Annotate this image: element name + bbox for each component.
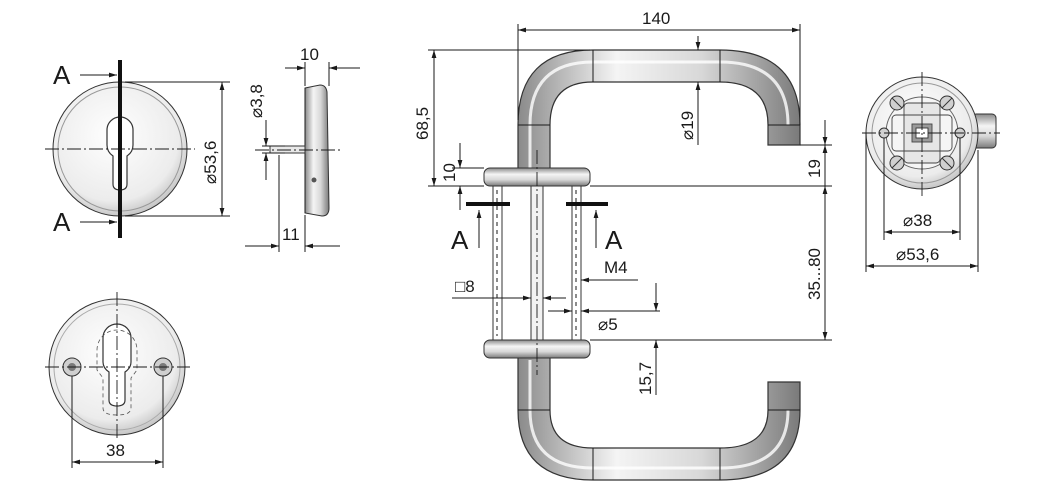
screw-label: M4 xyxy=(604,258,628,277)
rose-front-view: A A ⌀53,6 xyxy=(45,60,230,238)
rose-detail-view: ⌀38 ⌀53,6 xyxy=(862,72,1000,272)
through-bolt-left xyxy=(492,185,503,341)
section-label-bottom: A xyxy=(53,207,71,237)
outer-diameter-label: ⌀53,6 xyxy=(896,245,939,264)
hole-label: ⌀3,8 xyxy=(247,84,266,118)
door-thickness-label: 35...80 xyxy=(805,248,824,300)
length-label: 140 xyxy=(642,9,670,28)
section-label-top: A xyxy=(53,60,71,90)
offset-label: 19 xyxy=(805,159,824,178)
fixing-pin xyxy=(269,145,306,154)
pin-label: ⌀5 xyxy=(598,315,618,334)
depth-label: 11 xyxy=(282,225,300,244)
rose-side-body xyxy=(304,84,330,217)
width-label: 10 xyxy=(300,45,319,64)
min-label: 15,7 xyxy=(636,362,655,395)
section-label-right: A xyxy=(605,225,623,255)
rose-back-view: 38 xyxy=(45,292,190,468)
inner-diameter-label: ⌀38 xyxy=(903,211,932,230)
section-label-left: A xyxy=(451,225,469,255)
through-bolt-right xyxy=(571,185,582,341)
handle-set-view: A A 140 68,5 10 ⌀19 19 35...80 □8 xyxy=(413,9,832,481)
rose-thickness-label: 10 xyxy=(440,163,459,182)
tube-diameter-label: ⌀19 xyxy=(678,111,697,140)
diameter-label: ⌀53,6 xyxy=(201,141,220,184)
spindle-label: □8 xyxy=(455,277,475,296)
rose-side-view: 10 ⌀3,8 11 xyxy=(245,45,360,252)
height-label: 68,5 xyxy=(413,107,432,140)
hole-spacing-label: 38 xyxy=(106,441,125,460)
